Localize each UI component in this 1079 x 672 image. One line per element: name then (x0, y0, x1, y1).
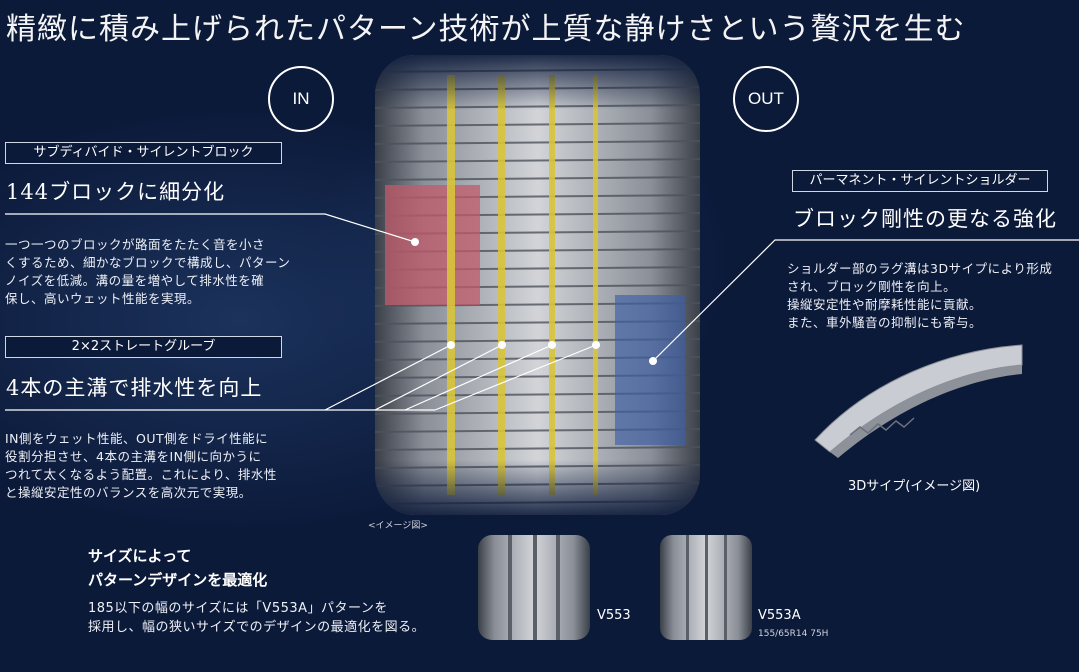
groove-title: 4本の主溝で排水性を向上 (6, 376, 263, 400)
out-side-badge: OUT (733, 66, 799, 132)
v553a-label: V553A (758, 608, 801, 623)
straight-groove-label: 2×2ストレートグルーブ (5, 336, 282, 358)
in-side-badge: IN (268, 66, 334, 132)
shoulder-description: ショルダー部のラグ溝は3Dサイプにより形成 され、ブロック剛性を向上。 操縦安定… (787, 261, 1053, 330)
3d-sipe-figure (814, 344, 1023, 458)
v553a-size: 155/65R14 75H (758, 629, 829, 639)
size-optimization-title-line-2: パターンデザインを最適化 (88, 571, 268, 589)
size-optimization-description: 185以下の幅のサイズには「V553A」パターンを 採用し、幅の狭いサイズでのデ… (88, 601, 426, 635)
block-description: 一つ一つのブロックが路面をたたく音を小さ くするため、細かなブロックで構成し、パ… (5, 237, 291, 306)
v553-label: V553 (597, 608, 631, 623)
block-count-title: 144ブロックに細分化 (6, 180, 226, 204)
image-note: <イメージ図> (368, 521, 428, 531)
v553a-tread-image (660, 535, 752, 640)
subdivide-silent-block-label: サブディバイド・サイレントブロック (5, 142, 282, 164)
v553-tread-image (478, 535, 590, 640)
groove-description: IN側をウェット性能、OUT側をドライ性能に 役割分担させ、4本の主溝をIN側に… (5, 431, 277, 500)
shoulder-title: ブロック剛性の更なる強化 (793, 207, 1057, 231)
sipe-figure-caption: 3Dサイプ(イメージ図) (848, 479, 981, 494)
permanent-silent-shoulder-label: パーマネント・サイレントショルダー (792, 170, 1048, 192)
page-headline: 精緻に積み上げられたパターン技術が上質な静けさという贅沢を生む (6, 12, 966, 47)
size-optimization-title-line-1: サイズによって (88, 547, 192, 565)
tire-tread-illustration (375, 55, 700, 515)
